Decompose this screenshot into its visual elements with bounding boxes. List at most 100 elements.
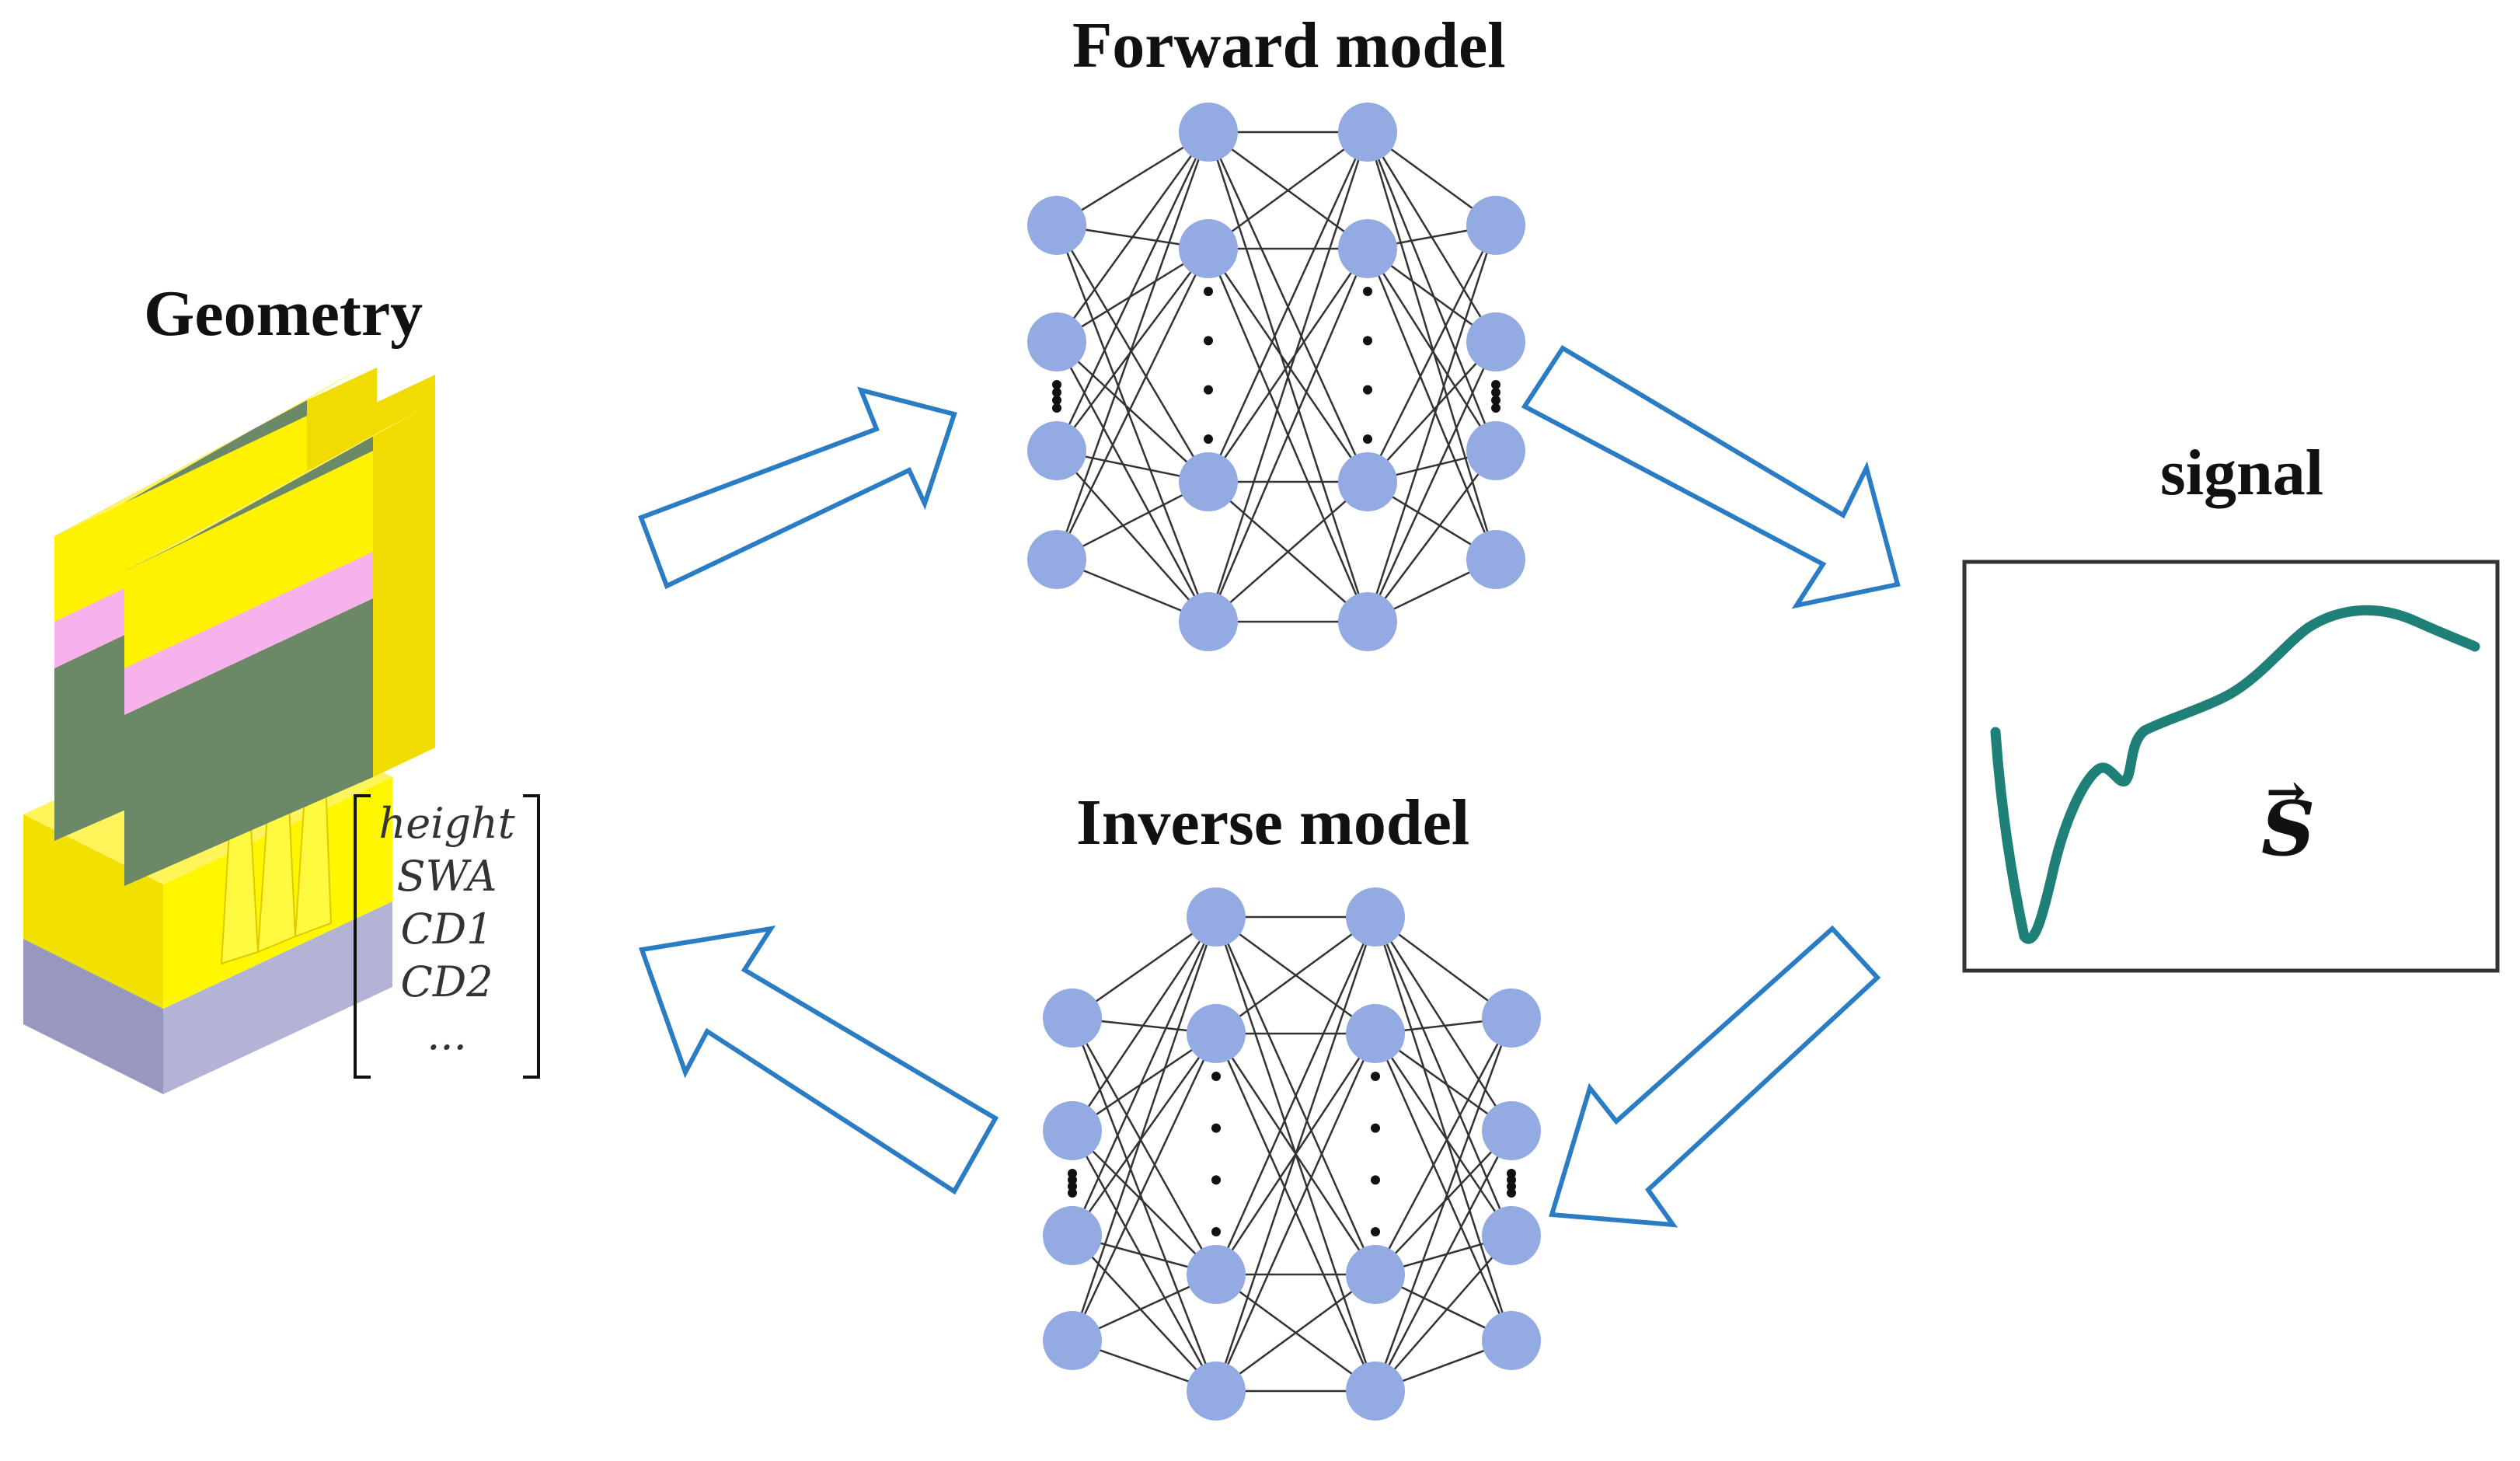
inverse-node-l2-1 [1346,1004,1405,1063]
forward-edge-l1-2-0 [1207,131,1369,483]
forward-node-l3-3 [1466,530,1525,589]
inverse-node-l2-2 [1346,1245,1405,1304]
forward-network-edges [1055,131,1497,623]
forward-ellipsis-dot-l0-0 [1052,380,1061,389]
param-more: ... [427,1010,467,1059]
inverse-edge-l2-2-0 [1374,1017,1513,1275]
param-cd2: CD2 [400,957,493,1006]
fin-geometry-illustration [23,365,435,1094]
inverse-ellipsis-dot-l1-0 [1211,1072,1221,1081]
inverse-edge-l1-1-0 [1215,915,1376,1035]
forward-edge-l0-0-2 [1055,225,1210,483]
forward-node-l0-2 [1027,421,1086,480]
inverse-edge-l2-1-2 [1374,1033,1513,1236]
inverse-edge-l2-0-3 [1374,916,1513,1341]
inverse-ellipsis-dot-l0-1 [1068,1175,1077,1185]
inverse-edge-l1-2-0 [1215,916,1377,1275]
forward-edge-l2-2-1 [1367,341,1497,483]
forward-node-l2-1 [1338,219,1397,278]
forward-node-l1-3 [1179,592,1238,651]
forward-edge-l2-1-2 [1366,248,1497,452]
forward-ellipsis-dot-l2-2 [1363,385,1372,395]
forward-edge-l0-2-3 [1056,450,1209,622]
inverse-ellipsis-dot-l3-2 [1507,1181,1516,1191]
forward-node-l2-0 [1338,103,1397,162]
inverse-node-l0-3 [1043,1311,1102,1370]
inverse-ellipsis-dot-l2-2 [1371,1175,1380,1185]
inverse-ellipsis-dot-l0-2 [1068,1181,1077,1191]
forward-node-l0-0 [1027,196,1086,255]
forward-node-l0-3 [1027,530,1086,589]
inverse-edge-l0-1-3 [1071,1130,1218,1392]
inverse-edge-l0-2-1 [1071,1033,1218,1236]
forward-ellipsis-dot-l3-2 [1491,396,1500,405]
forward-edge-l0-1-2 [1056,341,1209,483]
inverse-edge-l2-1-3 [1374,1033,1513,1341]
forward-ellipsis-dot-l2-0 [1363,287,1372,296]
forward-edge-l2-3-2 [1367,450,1497,622]
forward-edge-l0-2-1 [1056,248,1209,452]
arrow-inverse-to-geometry [638,925,999,1195]
inverse-ellipsis-dot-l2-0 [1371,1072,1380,1081]
inverse-ellipsis-dot-l0-3 [1068,1188,1077,1198]
forward-ellipsis-dot-l3-0 [1491,380,1500,389]
inverse-edge-l1-3-1 [1215,1033,1377,1392]
inverse-node-l1-1 [1187,1004,1246,1063]
inverse-ellipsis-dot-l3-3 [1507,1188,1516,1198]
forward-ellipsis-dot-l2-3 [1363,434,1372,444]
signal-vector-symbol: → S [2261,763,2316,873]
inverse-ellipsis-dot-l0-0 [1068,1169,1077,1178]
inverse-edge-l0-3-0 [1071,916,1218,1341]
forward-ellipsis-dot-l1-1 [1204,336,1213,346]
forward-ellipsis-dot-l1-0 [1204,287,1213,296]
forward-node-l2-2 [1338,452,1397,511]
inverse-node-l0-1 [1043,1101,1102,1160]
inverse-node-l1-2 [1187,1245,1246,1304]
forward-edge-l1-3-1 [1207,248,1369,622]
forward-model-title: Forward model [1072,9,1506,82]
param-cd1: CD1 [400,905,493,954]
forward-edge-l1-3-2 [1208,481,1368,622]
forward-edge-l2-3-1 [1366,341,1497,622]
inverse-network-ellipsis [1068,1072,1516,1236]
forward-edge-l0-1-1 [1056,247,1209,343]
forward-edge-l2-2-0 [1366,225,1497,483]
forward-node-l3-0 [1466,196,1525,255]
forward-node-l1-0 [1179,103,1238,162]
forward-node-l1-2 [1179,452,1238,511]
param-swa: SWA [396,852,497,901]
arrow-geometry-to-forward [638,386,957,590]
inverse-edge-l1-3-2 [1215,1273,1376,1393]
forward-ellipsis-dot-l3-3 [1491,403,1500,413]
forward-edge-l1-2-1 [1207,248,1369,483]
inverse-edge-l0-1-0 [1071,916,1218,1131]
forward-node-l3-2 [1466,421,1525,480]
inverse-edge-l2-3-2 [1375,1235,1512,1392]
forward-ellipsis-dot-l0-1 [1052,388,1061,397]
forward-edge-l2-3-0 [1366,225,1497,622]
inverse-ellipsis-dot-l2-3 [1371,1227,1380,1236]
forward-ellipsis-dot-l0-2 [1052,396,1061,405]
geometry-parameter-vector: height SWA CD1 CD2 ... [354,794,540,1079]
forward-node-l3-1 [1466,312,1525,371]
forward-network-nodes [1027,103,1525,651]
vector-arrow-mark: → [2266,763,2306,820]
inverse-ellipsis-dot-l1-2 [1211,1175,1221,1185]
forward-edge-l0-3-0 [1055,131,1210,560]
forward-edge-l2-0-2 [1366,131,1497,452]
forward-ellipsis-dot-l1-3 [1204,434,1213,444]
inverse-ellipsis-dot-l1-1 [1211,1123,1221,1133]
right-bracket [523,794,540,1079]
arrow-forward-to-signal [1521,344,1901,609]
forward-edge-l1-3-0 [1207,131,1369,622]
inverse-node-l0-0 [1043,989,1102,1048]
forward-node-l2-3 [1338,592,1397,651]
forward-edge-l0-1-3 [1055,341,1210,622]
forward-node-l0-1 [1027,312,1086,371]
inverse-node-l3-3 [1482,1311,1541,1370]
inverse-edge-l0-0-2 [1071,1017,1218,1275]
forward-edge-l0-2-0 [1055,131,1210,452]
inverse-edge-l0-1-2 [1072,1130,1217,1275]
vector-letter: S [2261,785,2316,873]
